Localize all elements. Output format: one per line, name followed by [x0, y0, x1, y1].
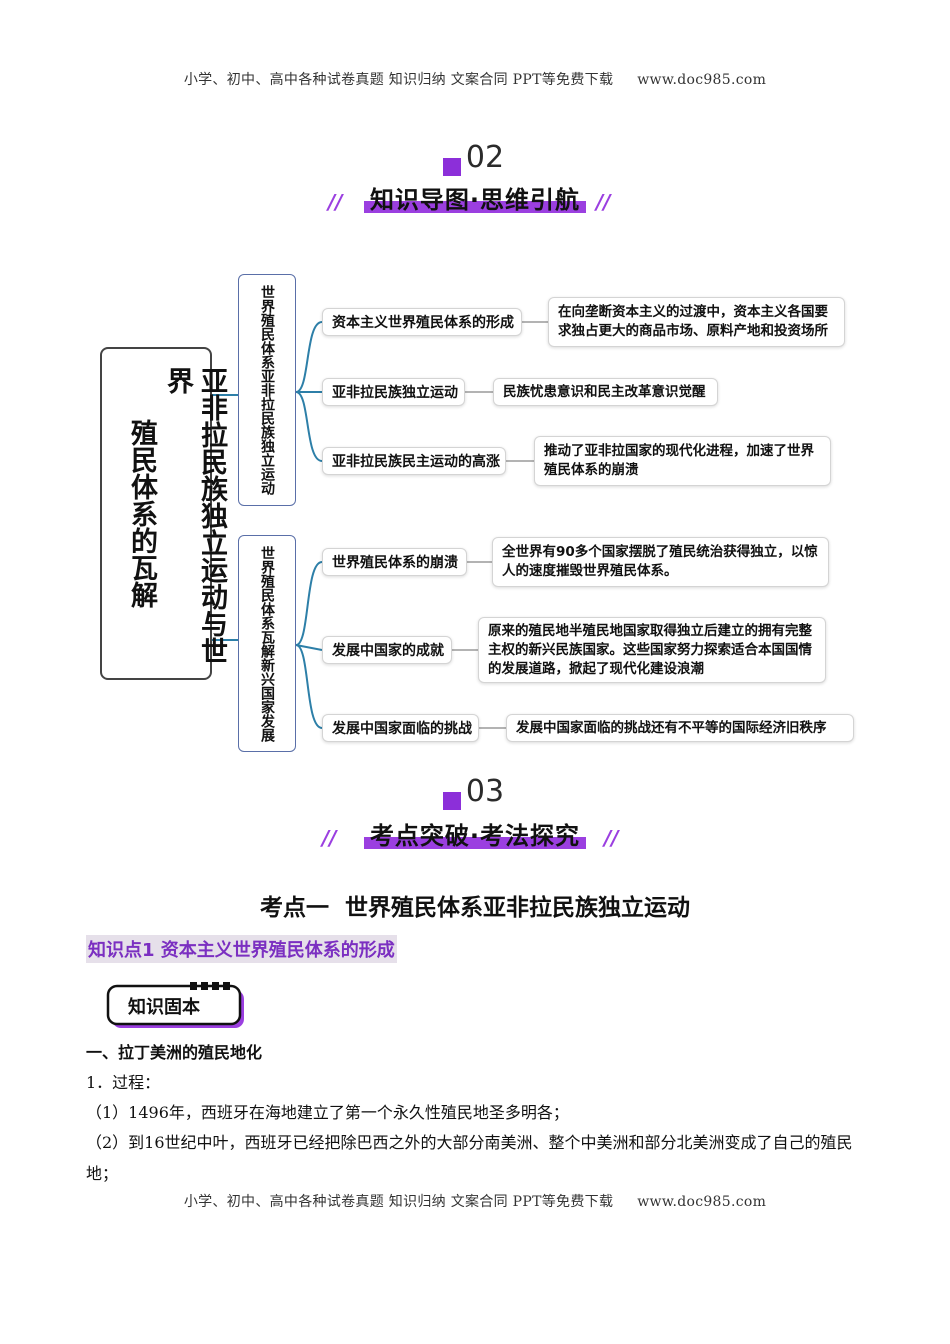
branch-colonial-collapse: 世界殖民体系瓦解新兴国家发展: [238, 535, 296, 752]
header-text: 小学、初中、高中各种试卷真题 知识归纳 文案合同 PPT等免费下载: [183, 72, 614, 88]
content-paragraph: （1）1496年，西班牙在海地建立了第一个永久性殖民地圣多明各；: [86, 1103, 569, 1122]
topic-node: 世界殖民体系的崩溃: [322, 548, 467, 576]
detail-node: 原来的殖民地半殖民地国家取得独立后建立的拥有完整主权的新兴民族国家。这些国家努力…: [478, 617, 826, 683]
knowledge-badge: 知识固本: [106, 982, 246, 1030]
left-deco-slashes: //: [322, 826, 337, 850]
section-03-banner: 03 // 考点突破·考法探究 //: [0, 774, 950, 864]
section-02-title: 知识导图·思维引航: [363, 180, 587, 215]
exam-point-heading: 考点一 世界殖民体系亚非拉民族独立运动: [259, 895, 690, 921]
detail-node: 推动了亚非拉国家的现代化进程，加速了世界殖民体系的崩溃: [534, 436, 831, 486]
section-03-number: 03: [465, 774, 505, 809]
section-02-banner: 02 // 知识导图·思维引航 //: [0, 140, 950, 230]
page-header: 小学、初中、高中各种试卷真题 知识归纳 文案合同 PPT等免费下载 www.doc…: [0, 69, 950, 89]
topic-node: 亚非拉民族民主运动的高涨: [322, 447, 506, 475]
detail-node: 民族忧患意识和民主改革意识觉醒: [493, 378, 718, 406]
content-paragraph: （2）到16世纪中叶，西班牙已经把除巴西之外的大部分南美洲、整个中美洲和部分北美…: [86, 1133, 853, 1183]
footer-text: 小学、初中、高中各种试卷真题 知识归纳 文案合同 PPT等免费下载: [183, 1194, 614, 1210]
number-accent-bar: [443, 158, 461, 176]
section-02-number: 02: [465, 140, 505, 175]
topic-node: 发展中国家面临的挑战: [322, 714, 479, 742]
topic-node: 亚非拉民族独立运动: [322, 378, 465, 406]
content-heading: 一、拉丁美洲的殖民地化: [86, 1043, 263, 1062]
badge-frame: [106, 982, 244, 1028]
branch-colonial-independence: 世界殖民体系亚非拉民族独立运动: [238, 274, 296, 506]
mind-map-connectors: [211, 321, 548, 729]
detail-node: 全世界有90多个国家摆脱了殖民统治获得独立，以惊人的速度摧毁世界殖民体系。: [492, 537, 829, 587]
right-deco-slashes: //: [596, 190, 611, 214]
header-url[interactable]: www.doc985.com: [637, 72, 767, 88]
content-item: 1．过程：: [86, 1073, 161, 1092]
branch-1-label: 世界殖民体系亚非拉民族独立运动: [259, 285, 275, 495]
number-accent-bar: [443, 792, 461, 810]
root-title-col1: 亚非拉民族独立运动与世界: [162, 367, 227, 664]
detail-node: 发展中国家面临的挑战还有不平等的国际经济旧秩序: [506, 714, 854, 742]
right-deco-slashes: //: [604, 826, 619, 850]
section-03-title: 考点突破·考法探究: [363, 816, 587, 851]
detail-node: 在向垄断资本主义的过渡中，资本主义各国要求独占更大的商品市场、原料产地和投资场所: [548, 297, 845, 347]
topic-node: 发展中国家的成就: [322, 636, 452, 664]
topic-node: 资本主义世界殖民体系的形成: [322, 308, 522, 336]
left-deco-slashes: //: [328, 190, 343, 214]
knowledge-point-heading: 知识点1 资本主义世界殖民体系的形成: [86, 935, 397, 963]
root-node: 亚非拉民族独立运动与世界 殖民体系的瓦解: [100, 347, 227, 680]
branch-2-label: 世界殖民体系瓦解新兴国家发展: [259, 545, 275, 742]
root-title-col2: 殖民体系的瓦解: [126, 419, 157, 608]
badge-label: 知识固本: [128, 997, 200, 1018]
page-footer: 小学、初中、高中各种试卷真题 知识归纳 文案合同 PPT等免费下载 www.doc…: [0, 1191, 950, 1211]
footer-url[interactable]: www.doc985.com: [637, 1194, 767, 1210]
